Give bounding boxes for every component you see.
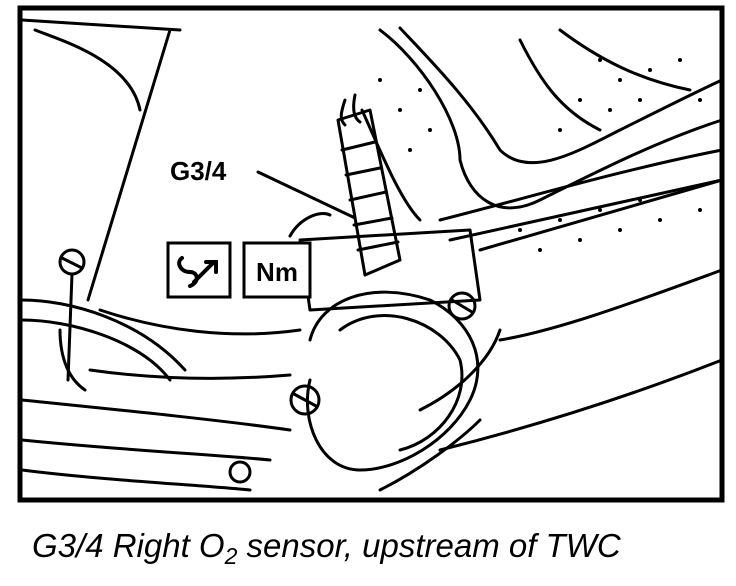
- icon-leader: [288, 212, 332, 238]
- caption-suffix: sensor, upstream of TWC: [237, 527, 621, 564]
- figure-caption: G3/4 Right O2 sensor, upstream of TWC: [32, 522, 722, 570]
- chassis-member-left: [20, 18, 182, 302]
- converter-flange: [378, 328, 502, 492]
- o2-sensor-wire: [339, 93, 422, 222]
- pipe-elbow: [305, 290, 480, 472]
- torque-nm-icon: Nm: [242, 241, 312, 299]
- chassis-rail-detail: [58, 308, 302, 392]
- heat-shield-upper: [398, 26, 724, 165]
- torque-label: Nm: [256, 257, 298, 287]
- caption-prefix: G3/4 Right O: [32, 527, 225, 564]
- caption-subscript: 2: [224, 543, 238, 569]
- converter-body: [438, 178, 724, 452]
- callout-label: G3/4: [170, 156, 227, 186]
- illustration-frame: [17, 5, 725, 503]
- heat-shield-edge: [438, 148, 724, 242]
- chassis-rail-lower: [20, 398, 292, 492]
- callout-leader: [256, 170, 357, 220]
- bolt-right: [447, 291, 477, 321]
- bolt-bottom: [228, 460, 252, 484]
- heat-shield-texture: [378, 58, 702, 252]
- special-tool-icon: [166, 241, 232, 299]
- chassis-curve: [20, 298, 187, 382]
- bolt-lower: [289, 384, 321, 416]
- heat-shield-right: [518, 28, 692, 132]
